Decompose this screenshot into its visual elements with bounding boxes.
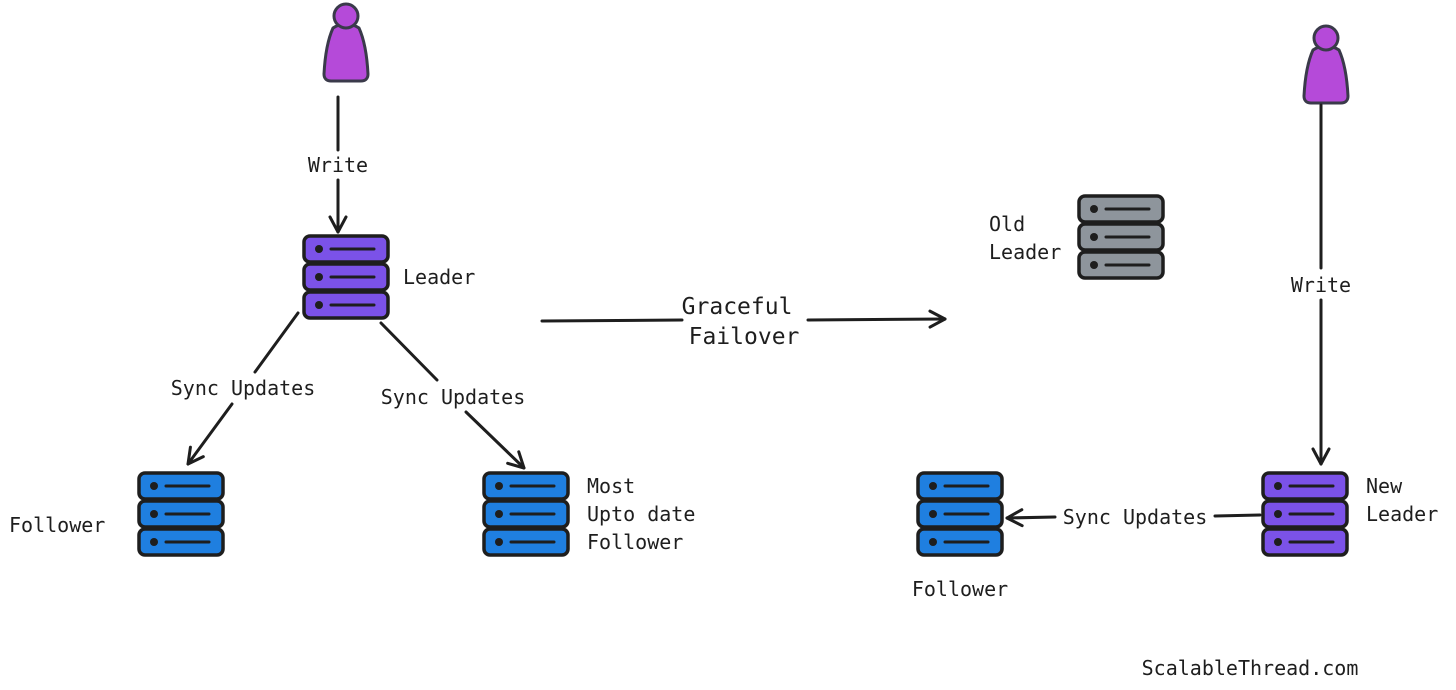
leader-server-icon bbox=[302, 234, 390, 320]
new-leader-server-icon bbox=[1261, 471, 1349, 557]
new-leader-label: New Leader bbox=[1366, 474, 1438, 526]
sync-left-arrow bbox=[253, 311, 300, 374]
follower-label: Follower bbox=[912, 577, 1008, 601]
failover-line-1: Graceful bbox=[682, 294, 793, 320]
most-uptodate-line-2: Upto date bbox=[587, 502, 695, 526]
old-leader-server-icon bbox=[1077, 194, 1165, 280]
sync-arrow-head bbox=[1005, 508, 1057, 528]
failover-line-2: Failover bbox=[689, 324, 800, 350]
write-label: Write bbox=[1291, 273, 1351, 297]
old-leader-line-2: Leader bbox=[989, 240, 1061, 264]
sync-arrow bbox=[1213, 513, 1262, 518]
follower-label: Follower bbox=[9, 513, 105, 537]
follower-server-icon bbox=[916, 471, 1004, 557]
old-leader-line-1: Old bbox=[989, 212, 1025, 236]
sync-right-label: Sync Updates bbox=[381, 385, 526, 409]
sync-label: Sync Updates bbox=[1063, 505, 1208, 529]
old-leader-label: Old Leader bbox=[989, 212, 1061, 264]
sync-left-label: Sync Updates bbox=[171, 376, 316, 400]
most-uptodate-line-3: Follower bbox=[587, 530, 683, 554]
most-uptodate-follower-server-icon bbox=[482, 471, 570, 557]
write-label: Write bbox=[308, 153, 368, 177]
sync-right-arrow bbox=[379, 321, 439, 382]
brand-label: ScalableThread.com bbox=[1142, 656, 1359, 680]
failover-label: Graceful Failover bbox=[682, 294, 807, 350]
transition: Graceful Failover bbox=[540, 294, 947, 350]
follower-server-icon bbox=[137, 471, 225, 557]
new-leader-line-2: Leader bbox=[1366, 502, 1438, 526]
failover-arrow-head bbox=[806, 309, 947, 329]
user-shape bbox=[322, 2, 370, 83]
most-uptodate-label: Most Upto date Follower bbox=[587, 474, 707, 554]
most-uptodate-line-1: Most bbox=[587, 474, 635, 498]
user-icon bbox=[322, 2, 370, 83]
leader-label: Leader bbox=[403, 265, 475, 289]
user-icon bbox=[1302, 24, 1350, 105]
sync-right-arrow-head bbox=[464, 410, 526, 470]
sync-left-arrow-head bbox=[186, 402, 234, 466]
failover-arrow bbox=[540, 318, 684, 323]
new-leader-line-1: New bbox=[1366, 474, 1403, 498]
before-section: Write Leader Sync Updates Sync Updates F… bbox=[9, 2, 707, 557]
after-section: Old Leader Write New Leader Sync Updates… bbox=[912, 24, 1438, 601]
